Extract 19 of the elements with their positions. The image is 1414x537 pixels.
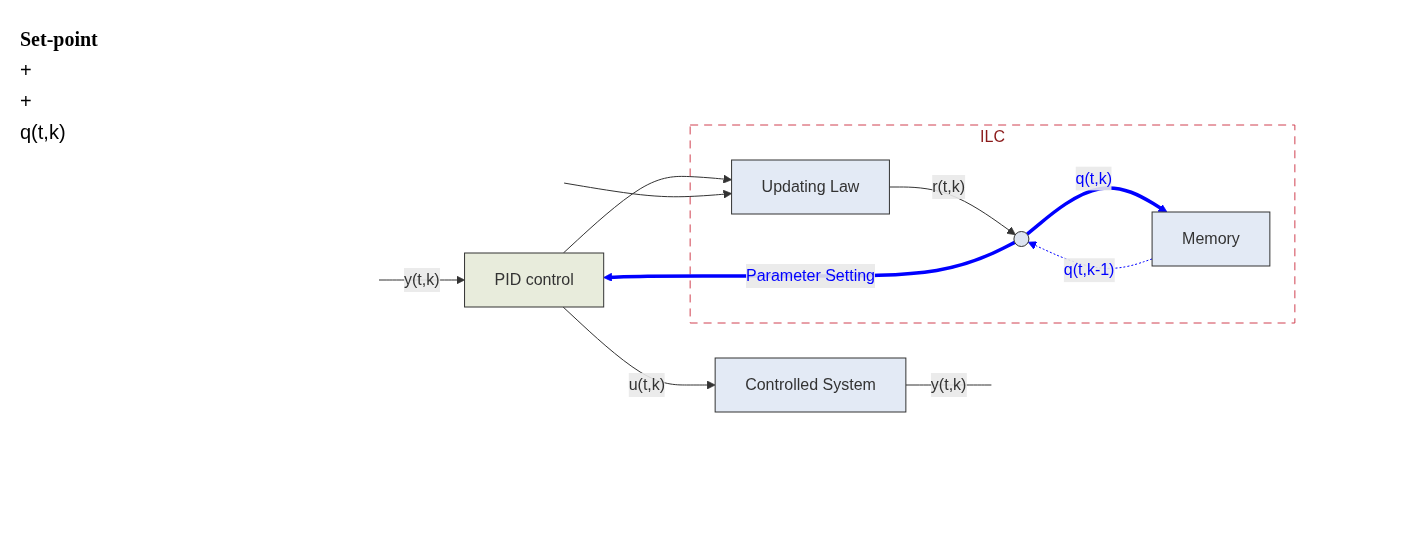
edge-label: q(t,k) — [1075, 169, 1113, 187]
arrow — [1026, 186, 1168, 236]
edge-label: y(t,k) — [930, 376, 967, 393]
sign-label: + — [20, 59, 33, 82]
edge-label: u(t,k) — [628, 376, 666, 393]
note-text: Set-point — [20, 28, 99, 51]
node-box: PID control — [464, 252, 605, 308]
node-box: Memory — [1151, 211, 1271, 267]
sign-label: + — [20, 90, 33, 113]
sign-label: q(t,k) — [20, 121, 67, 144]
arrow — [563, 182, 733, 199]
node-box: Controlled System — [714, 357, 907, 413]
node-box: Updating Law — [731, 159, 890, 215]
edge-label: Parameter Setting — [746, 267, 876, 284]
edge-label: y(t,k) — [404, 271, 440, 288]
edge-label: q(t,k-1) — [1063, 261, 1115, 279]
arrow — [562, 174, 733, 254]
edge-label: r(t,k) — [932, 178, 966, 195]
node-circle — [1013, 231, 1030, 247]
